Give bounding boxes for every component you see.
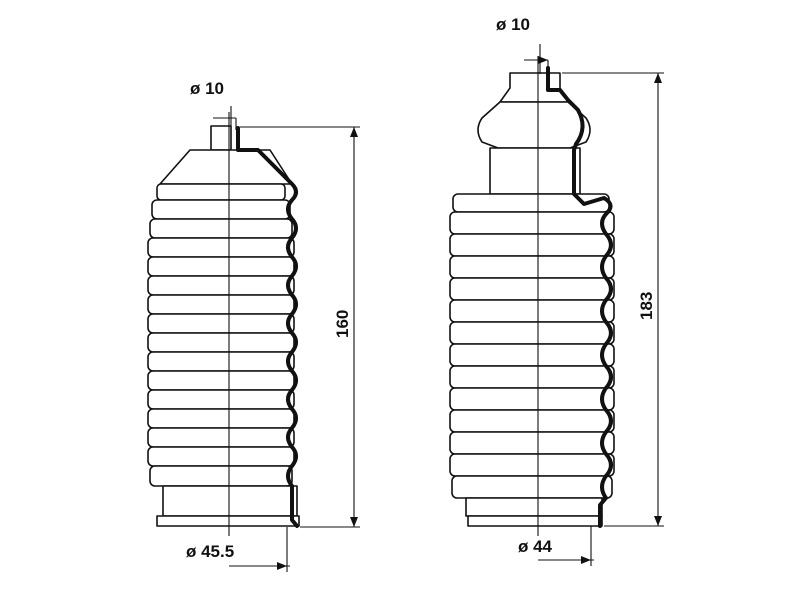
- boot-left-top-diameter-label: ø 10: [190, 79, 224, 98]
- boot-right: ø 10 183 ø 44: [449, 15, 664, 566]
- boot-left-cuff-lip: [156, 515, 300, 527]
- boot-right-cuff: [465, 497, 603, 517]
- boot-left-wall-profile: [236, 126, 299, 528]
- boot-right-height-dimension: 183: [562, 72, 664, 527]
- boot-right-height-label: 183: [637, 292, 656, 320]
- boot-right-neck: [489, 147, 581, 195]
- boot-right-bottom-diameter-label: ø 44: [518, 537, 553, 556]
- boot-right-top-diameter-label: ø 10: [496, 15, 530, 34]
- boot-right-bottom-dimension: ø 44: [518, 526, 594, 566]
- boot-left-height-dimension: 160: [240, 126, 360, 528]
- boot-right-top-dimension: ø 10: [496, 15, 549, 74]
- boot-left-bottom-diameter-label: ø 45.5: [186, 542, 234, 561]
- boot-left-neck: [210, 125, 232, 151]
- boot-right-bulb: [477, 101, 591, 149]
- boot-right-bellows: [449, 193, 615, 499]
- boot-left-bottom-dimension: ø 45.5: [186, 527, 290, 572]
- boot-right-cuff-lip: [467, 515, 603, 527]
- boot-right-nozzle: [499, 72, 569, 103]
- boot-left-cuff: [162, 485, 298, 517]
- boot-left-height-label: 160: [333, 310, 352, 338]
- boot-right-wall-profile: [546, 66, 613, 528]
- boot-left: ø 10 160 ø 45.5: [147, 79, 360, 572]
- boot-left-top-dimension: ø 10: [190, 79, 237, 130]
- boot-left-bellows: [147, 183, 295, 487]
